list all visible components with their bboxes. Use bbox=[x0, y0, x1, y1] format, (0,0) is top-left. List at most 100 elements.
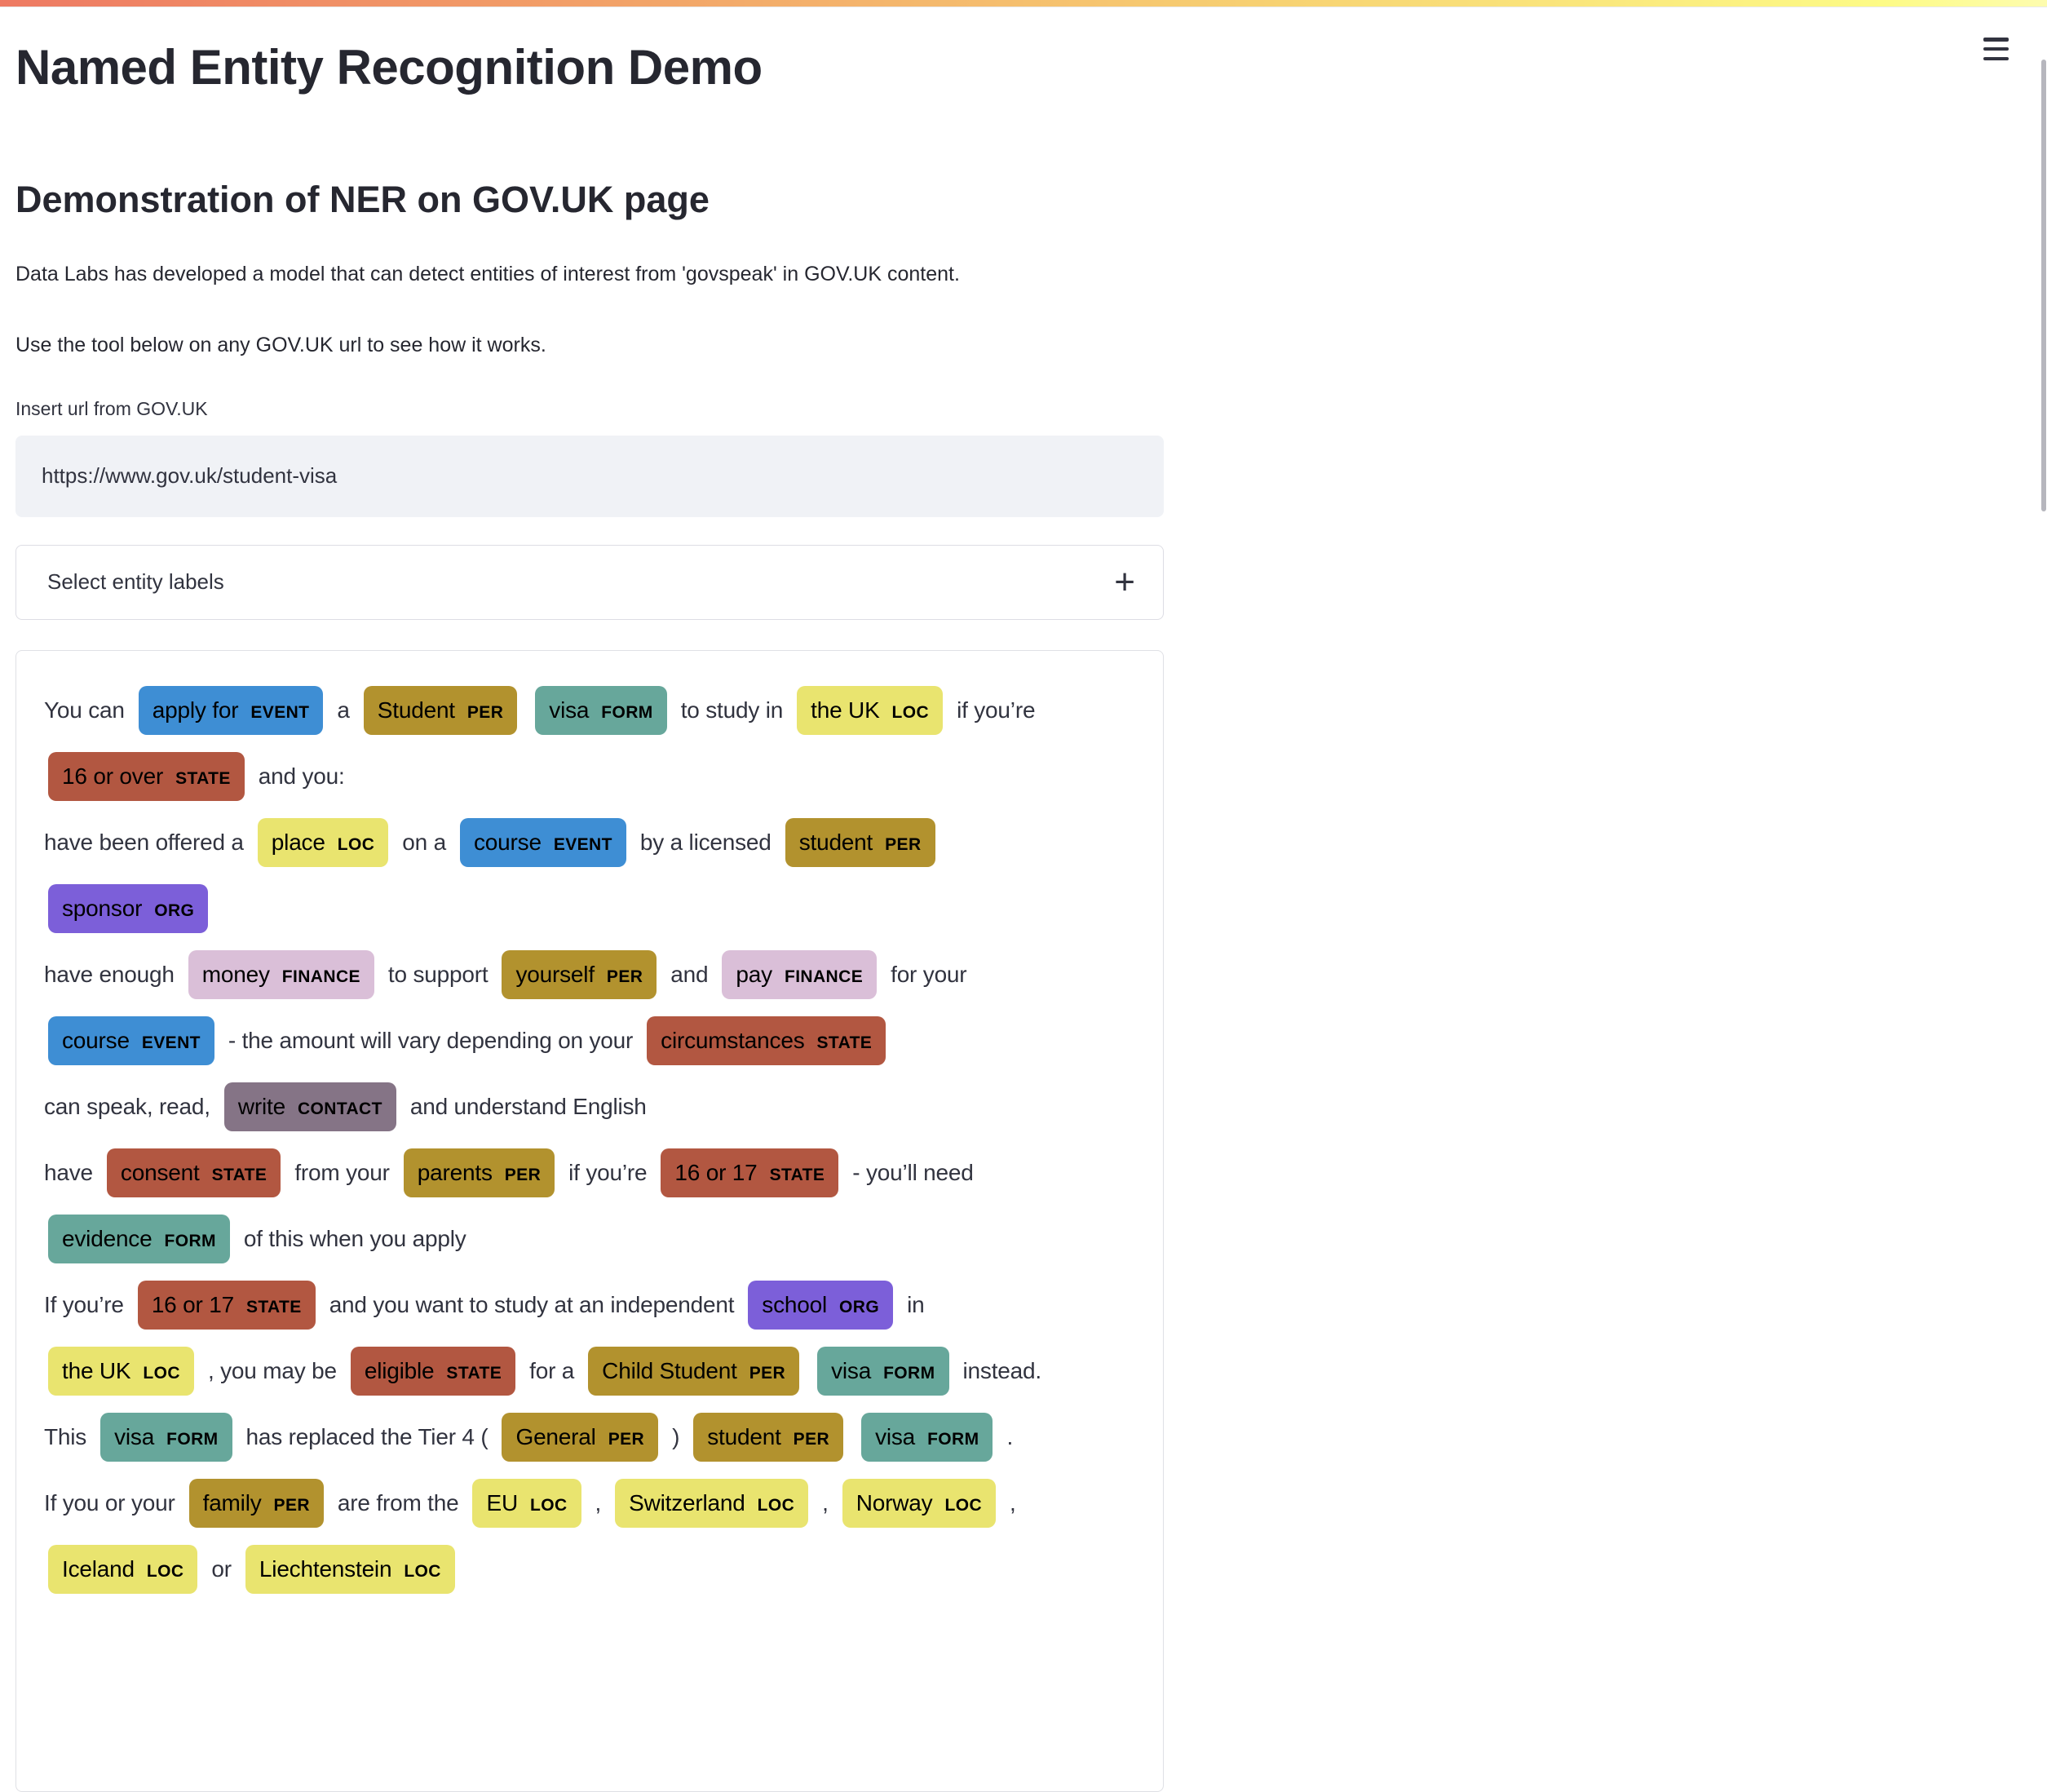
hamburger-bar bbox=[1983, 46, 2009, 51]
intro-paragraph: Data Labs has developed a model that can… bbox=[15, 263, 960, 286]
hamburger-menu-icon[interactable] bbox=[1983, 38, 2009, 60]
section-heading: Demonstration of NER on GOV.UK page bbox=[15, 179, 710, 220]
ner-text-segment: are from the bbox=[337, 1489, 459, 1515]
decoration-bar bbox=[0, 0, 2047, 7]
entity-label: FINANCE bbox=[784, 967, 864, 986]
entity-label: STATE bbox=[245, 1297, 302, 1316]
ner-text-segment: a bbox=[337, 697, 350, 723]
ner-text-segment: have enough bbox=[44, 961, 175, 987]
entity-text: General bbox=[515, 1423, 596, 1449]
entity-chip: Switzerland LOC bbox=[615, 1478, 809, 1528]
entity-label: LOC bbox=[757, 1495, 795, 1515]
entity-chip: write CONTACT bbox=[223, 1082, 396, 1131]
scrollbar-thumb[interactable] bbox=[2041, 60, 2046, 511]
entity-text: EU bbox=[486, 1489, 518, 1515]
entity-label: STATE bbox=[816, 1033, 873, 1052]
entity-labels-expander[interactable]: Select entity labels + bbox=[15, 544, 1164, 620]
entity-label: PER bbox=[749, 1363, 786, 1383]
ner-text-segment: in bbox=[907, 1291, 925, 1317]
entity-label: LOC bbox=[944, 1495, 983, 1515]
entity-text: circumstances bbox=[661, 1027, 805, 1053]
ner-text-segment: and bbox=[670, 961, 709, 987]
entity-label: CONTACT bbox=[297, 1099, 382, 1118]
entity-chip: course EVENT bbox=[459, 817, 626, 867]
ner-text-segment: . bbox=[1006, 1423, 1014, 1449]
entity-chip: circumstances STATE bbox=[647, 1015, 886, 1065]
ner-text-segment: , bbox=[1010, 1489, 1016, 1515]
page-title: Named Entity Recognition Demo bbox=[15, 40, 763, 95]
entity-label: FORM bbox=[164, 1231, 216, 1250]
expander-label: Select entity labels bbox=[47, 569, 224, 595]
ner-text-segment: can speak, read, bbox=[44, 1093, 210, 1119]
url-input[interactable] bbox=[15, 435, 1164, 517]
ner-text-segment: - you’ll need bbox=[852, 1159, 974, 1185]
hamburger-bar bbox=[1983, 38, 2009, 42]
entity-label: FORM bbox=[601, 702, 653, 722]
ner-text-segment: - the amount will vary depending on your bbox=[228, 1027, 634, 1053]
entity-chip: visa FORM bbox=[861, 1412, 993, 1462]
entity-label: FORM bbox=[883, 1363, 935, 1383]
entity-label: LOC bbox=[337, 834, 375, 854]
entity-text: Switzerland bbox=[629, 1489, 745, 1515]
entity-label: FORM bbox=[927, 1429, 979, 1449]
ner-text-segment: have bbox=[44, 1159, 93, 1185]
entity-label: EVENT bbox=[553, 834, 612, 854]
ner-text-segment: This bbox=[44, 1423, 87, 1449]
ner-text-segment: of this when you apply bbox=[243, 1225, 466, 1251]
entity-text: visa bbox=[875, 1423, 916, 1449]
entity-text: visa bbox=[114, 1423, 155, 1449]
entity-text: yourself bbox=[515, 961, 595, 987]
plus-icon[interactable]: + bbox=[1114, 561, 1135, 602]
entity-text: student bbox=[798, 829, 873, 855]
entity-text: eligible bbox=[364, 1357, 435, 1383]
ner-text-segment: ) bbox=[672, 1423, 680, 1449]
entity-text: visa bbox=[831, 1357, 872, 1383]
ner-text-segment: from your bbox=[294, 1159, 390, 1185]
entity-label: FINANCE bbox=[281, 967, 360, 986]
entity-label: LOC bbox=[143, 1363, 180, 1383]
entity-chip: place LOC bbox=[257, 817, 389, 867]
entity-label: PER bbox=[885, 834, 922, 854]
entity-label: EVENT bbox=[250, 702, 310, 722]
ner-text-segment: and understand English bbox=[409, 1093, 647, 1119]
ner-text-segment: for a bbox=[529, 1357, 575, 1383]
entity-text: course bbox=[473, 829, 542, 855]
entity-text: 16 or 17 bbox=[151, 1291, 234, 1317]
hamburger-bar bbox=[1983, 56, 2009, 60]
entity-label: LOC bbox=[404, 1561, 441, 1581]
entity-text: sponsor bbox=[62, 895, 143, 921]
entity-chip: visa FORM bbox=[817, 1346, 949, 1396]
entity-text: place bbox=[271, 829, 325, 855]
url-input-label: Insert url from GOV.UK bbox=[15, 397, 208, 419]
entity-text: write bbox=[237, 1093, 285, 1119]
entity-text: Student bbox=[377, 697, 455, 723]
entity-label: PER bbox=[466, 702, 504, 722]
entity-label: PER bbox=[793, 1429, 830, 1449]
ner-text-segment: , bbox=[595, 1489, 602, 1515]
ner-text-segment: , bbox=[822, 1489, 829, 1515]
ner-text-segment: and you: bbox=[258, 763, 345, 789]
